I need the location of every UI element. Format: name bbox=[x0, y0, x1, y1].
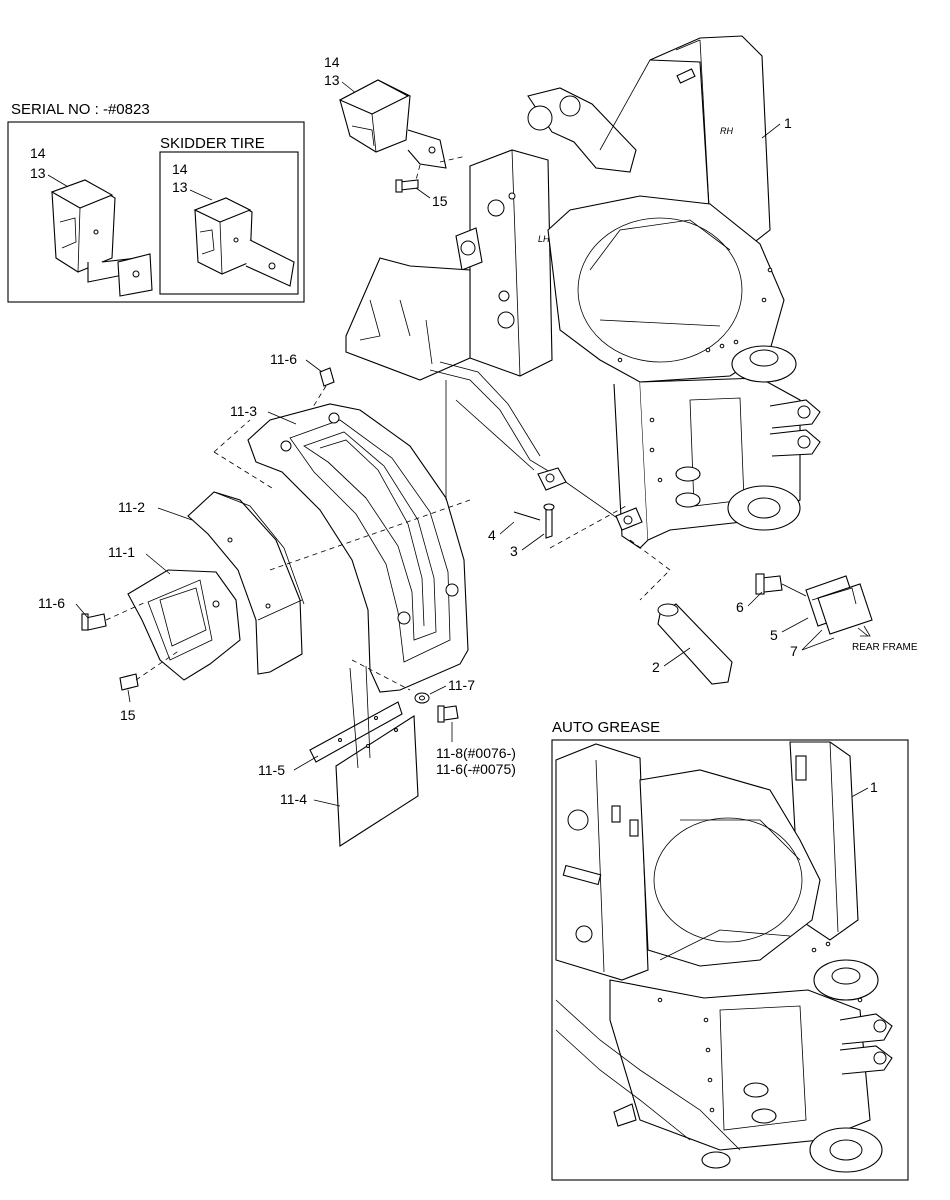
callout-2: 2 bbox=[652, 659, 660, 675]
callout-1-inset: 1 bbox=[870, 779, 878, 795]
fender-assembly: 11-6 11-3 11-2 11-1 bbox=[38, 351, 516, 847]
callout-11-7: 11-7 bbox=[448, 677, 475, 693]
callout-11-6-alt: 11-6(-#0075) bbox=[436, 761, 516, 777]
cover-part-skidder bbox=[193, 197, 295, 287]
callout-14-top: 14 bbox=[324, 54, 340, 70]
cover-part-serial bbox=[50, 179, 153, 297]
pad-assembly: 6 5 7 REAR FRAME bbox=[736, 573, 918, 659]
callout-11-2: 11-2 bbox=[118, 499, 145, 515]
callout-11-1: 11-1 bbox=[108, 544, 135, 560]
part-2-link: 2 bbox=[629, 539, 733, 685]
callout-11-8: 11-8(#0076-) bbox=[436, 745, 516, 761]
grease-points bbox=[617, 267, 773, 483]
front-frame: RH 1 LH bbox=[345, 35, 821, 549]
top-cover: 14 13 15 bbox=[324, 54, 467, 209]
callout-15-top: 15 bbox=[432, 193, 448, 209]
rear-frame-arrow-icon bbox=[857, 625, 871, 637]
callout-7: 7 bbox=[790, 643, 798, 659]
pin-assembly: 4 3 bbox=[488, 467, 643, 559]
callout-13-serial: 13 bbox=[30, 165, 46, 181]
auto-grease-title: AUTO GREASE bbox=[552, 719, 660, 736]
skidder-inset-title: SKIDDER TIRE bbox=[160, 135, 265, 152]
callout-13-top: 13 bbox=[324, 72, 340, 88]
callout-6: 6 bbox=[736, 599, 744, 615]
rear-frame-label: REAR FRAME bbox=[852, 642, 918, 653]
callout-15-bottom: 15 bbox=[120, 707, 136, 723]
serial-inset-title: SERIAL NO : -#0823 bbox=[11, 101, 150, 118]
auto-grease-inset: AUTO GREASE 1 bbox=[551, 719, 909, 1181]
callout-1-main: 1 bbox=[784, 115, 792, 131]
callout-11-5: 11-5 bbox=[258, 762, 285, 778]
callout-4: 4 bbox=[488, 527, 496, 543]
callout-11-6-left: 11-6 bbox=[38, 595, 65, 611]
frame-lh-mark: LH bbox=[538, 234, 550, 244]
callout-3: 3 bbox=[510, 543, 518, 559]
callout-5: 5 bbox=[770, 627, 778, 643]
callout-14-serial: 14 bbox=[30, 145, 46, 161]
callout-11-3: 11-3 bbox=[230, 403, 257, 419]
callout-11-4: 11-4 bbox=[280, 791, 307, 807]
serial-inset: SERIAL NO : -#0823 14 13 SKIDDER TIRE 14… bbox=[7, 101, 305, 303]
callout-13-skidder: 13 bbox=[172, 179, 188, 195]
callout-11-6-top: 11-6 bbox=[270, 351, 297, 367]
callout-14-skidder: 14 bbox=[172, 161, 188, 177]
frame-rh-mark: RH bbox=[720, 126, 733, 136]
